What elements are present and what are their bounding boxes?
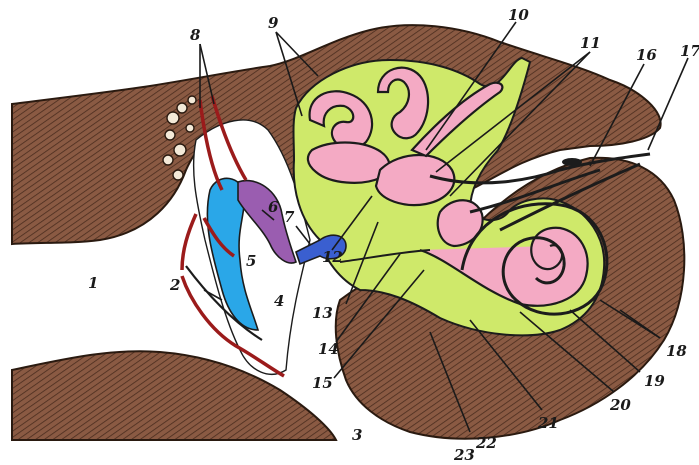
vestibular-ganglion bbox=[562, 158, 582, 166]
label-1: 1 bbox=[88, 274, 98, 292]
label-16: 16 bbox=[636, 46, 657, 64]
label-9: 9 bbox=[268, 14, 279, 32]
label-6: 6 bbox=[268, 198, 279, 216]
label-10: 10 bbox=[508, 6, 529, 24]
label-11: 11 bbox=[580, 34, 601, 52]
label-20: 20 bbox=[609, 396, 631, 414]
label-2: 2 bbox=[169, 276, 180, 294]
label-14: 14 bbox=[318, 340, 339, 358]
bone-floor-left bbox=[12, 351, 336, 440]
label-19: 19 bbox=[644, 372, 665, 390]
label-4: 4 bbox=[274, 292, 284, 310]
label-12: 12 bbox=[322, 248, 343, 266]
label-3: 3 bbox=[352, 426, 362, 444]
label-21: 21 bbox=[537, 414, 559, 432]
label-13: 13 bbox=[312, 304, 333, 322]
label-15: 15 bbox=[312, 374, 333, 392]
label-7: 7 bbox=[284, 208, 295, 226]
label-17: 17 bbox=[680, 42, 699, 60]
label-22: 22 bbox=[475, 434, 497, 452]
label-23: 23 bbox=[453, 446, 475, 464]
label-18: 18 bbox=[666, 342, 687, 360]
label-5: 5 bbox=[246, 252, 256, 270]
label-8: 8 bbox=[190, 26, 201, 44]
